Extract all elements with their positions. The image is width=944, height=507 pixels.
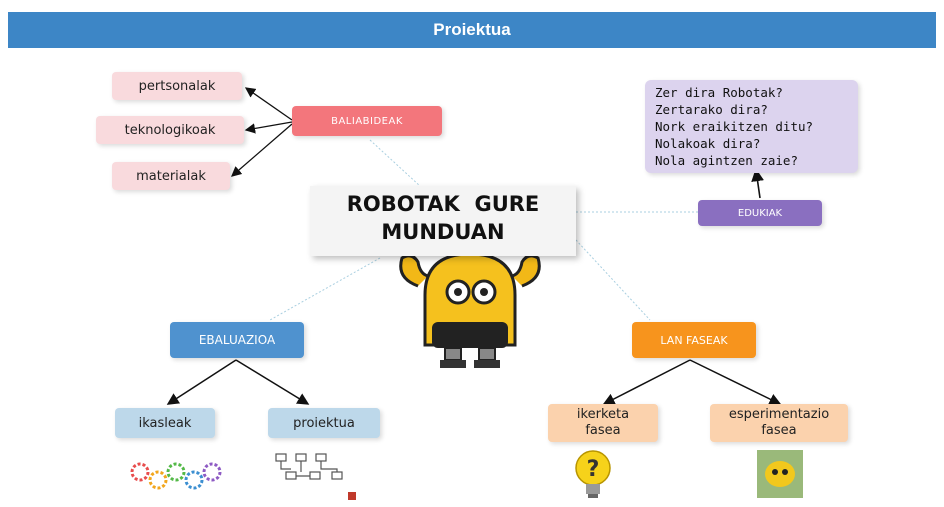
robot-mouth	[432, 322, 508, 348]
question-3: Nork eraikitzen ditu?	[655, 119, 814, 134]
central-topic: ROBOTAK GURE MUNDUAN	[310, 186, 576, 256]
arrow-edukiak	[751, 168, 764, 199]
node-lan-faseak: LAN FASEAK	[632, 322, 756, 358]
node-ikerketa-fasea: ikerketa fasea	[548, 404, 658, 442]
gears-icon	[130, 462, 222, 490]
central-topic-line2: MUNDUAN	[381, 220, 505, 244]
header-title: Proiektua	[433, 20, 511, 39]
node-ikasleak: ikasleak	[115, 408, 215, 438]
node-edukiak: EDUKIAK	[698, 200, 822, 226]
robot-mascot	[399, 252, 541, 368]
node-pertsonalak: pertsonalak	[112, 72, 242, 100]
node-proiektua: proiektua	[268, 408, 380, 438]
node-ebaluazioa: EBALUAZIOA	[170, 322, 304, 358]
question-4: Nolakoak dira?	[655, 136, 761, 151]
node-esperimentazio-fasea: esperimentazio fasea	[710, 404, 848, 442]
lightbulb-question-icon: ?	[575, 450, 611, 498]
question-1: Zer dira Robotak?	[655, 85, 783, 100]
arrow-teknologikoak	[244, 121, 293, 134]
question-2: Zertarako dira?	[655, 102, 768, 117]
connector-ebaluazioa	[269, 257, 381, 321]
question-5: Nola agintzen zaie?	[655, 153, 798, 168]
connector-lan-faseak	[575, 239, 651, 321]
robot-photo-icon	[757, 450, 803, 498]
svg-text:?: ?	[587, 457, 600, 482]
node-materialak: materialak	[112, 162, 230, 190]
node-questions: Zer dira Robotak? Zertarako dira? Nork e…	[645, 80, 858, 173]
arrow-pertsonalak	[244, 87, 293, 121]
arrow-esperimentazio	[689, 359, 782, 405]
arrow-proiektua	[235, 359, 310, 405]
node-teknologikoak: teknologikoak	[96, 116, 244, 144]
flowchart-icon	[275, 453, 356, 500]
arrow-ikasleak	[166, 359, 237, 405]
page-header: Proiektua	[8, 12, 936, 48]
connector-baliabideak	[369, 139, 421, 187]
central-topic-line1: ROBOTAK GURE	[346, 192, 540, 216]
arrow-ikerketa	[602, 359, 691, 405]
arrow-materialak	[231, 123, 293, 177]
node-baliabideak: BALIABIDEAK	[292, 106, 442, 136]
